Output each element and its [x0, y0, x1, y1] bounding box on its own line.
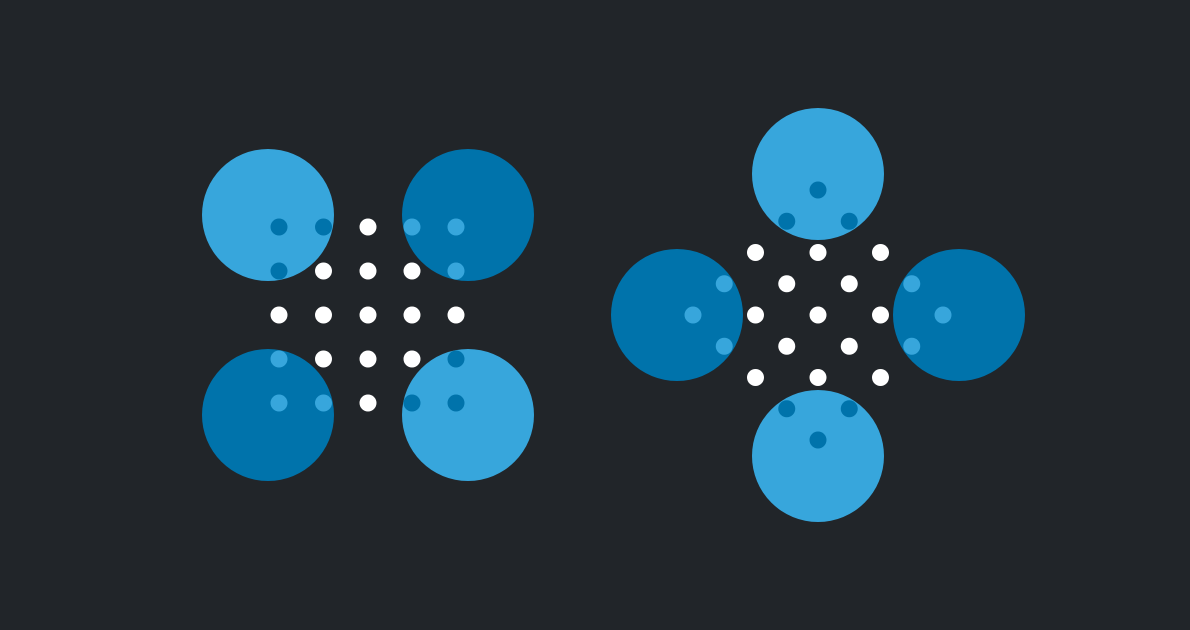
grid-dot: [270, 306, 288, 324]
grid-dot: [315, 306, 332, 324]
grid-dot: [359, 394, 377, 412]
grid-dot: [315, 350, 332, 368]
grid-dot: [403, 306, 421, 324]
grid-dot: [270, 394, 288, 412]
big-circle: [402, 149, 534, 281]
grid-dot: [778, 212, 796, 230]
grid-dot: [872, 369, 889, 386]
grid-dot: [315, 262, 332, 280]
grid-dot: [840, 275, 858, 293]
grid-dot: [270, 262, 288, 280]
grid-dot: [684, 306, 702, 324]
big-circle: [752, 108, 884, 240]
big-circle: [202, 349, 334, 481]
grid-dot: [903, 275, 921, 293]
grid-dot: [840, 400, 858, 418]
grid-dot: [809, 244, 827, 261]
big-circle: [893, 249, 1025, 381]
grid-dot: [840, 212, 858, 230]
grid-dot: [359, 306, 377, 324]
grid-dot: [315, 394, 332, 412]
big-circle: [402, 349, 534, 481]
grid-dot: [809, 181, 827, 199]
grid-dot: [778, 400, 796, 418]
diamond-grid-pattern: [611, 108, 1025, 522]
grid-dot: [403, 218, 421, 236]
grid-dot: [872, 244, 889, 261]
grid-dot: [903, 337, 921, 355]
big-circle: [202, 149, 334, 281]
grid-dot: [403, 394, 421, 412]
square-grid-pattern: [202, 149, 534, 481]
grid-dot: [840, 337, 858, 355]
grid-dot: [747, 306, 764, 324]
grid-dot: [715, 275, 733, 293]
grid-dot: [872, 306, 889, 324]
big-circle: [611, 249, 743, 381]
grid-dot: [778, 275, 796, 293]
grid-dot: [809, 431, 827, 449]
grid-dot: [270, 218, 288, 236]
grid-dot: [270, 350, 288, 368]
grid-dot: [447, 394, 465, 412]
big-circle: [752, 390, 884, 522]
grid-dot: [778, 337, 796, 355]
grid-dot: [747, 369, 764, 386]
grid-dot: [359, 262, 377, 280]
grid-dot: [359, 218, 377, 236]
grid-dot: [934, 306, 952, 324]
grid-dot: [315, 218, 332, 236]
grid-dot: [715, 337, 733, 355]
grid-dot: [447, 306, 465, 324]
grid-dot: [447, 262, 465, 280]
grid-dot: [403, 350, 421, 368]
grid-dot: [809, 306, 827, 324]
grid-dot: [809, 369, 827, 386]
grid-dot: [403, 262, 421, 280]
grid-dot: [359, 350, 377, 368]
grid-dot: [447, 218, 465, 236]
grid-dot: [447, 350, 465, 368]
grid-dot: [747, 244, 764, 261]
